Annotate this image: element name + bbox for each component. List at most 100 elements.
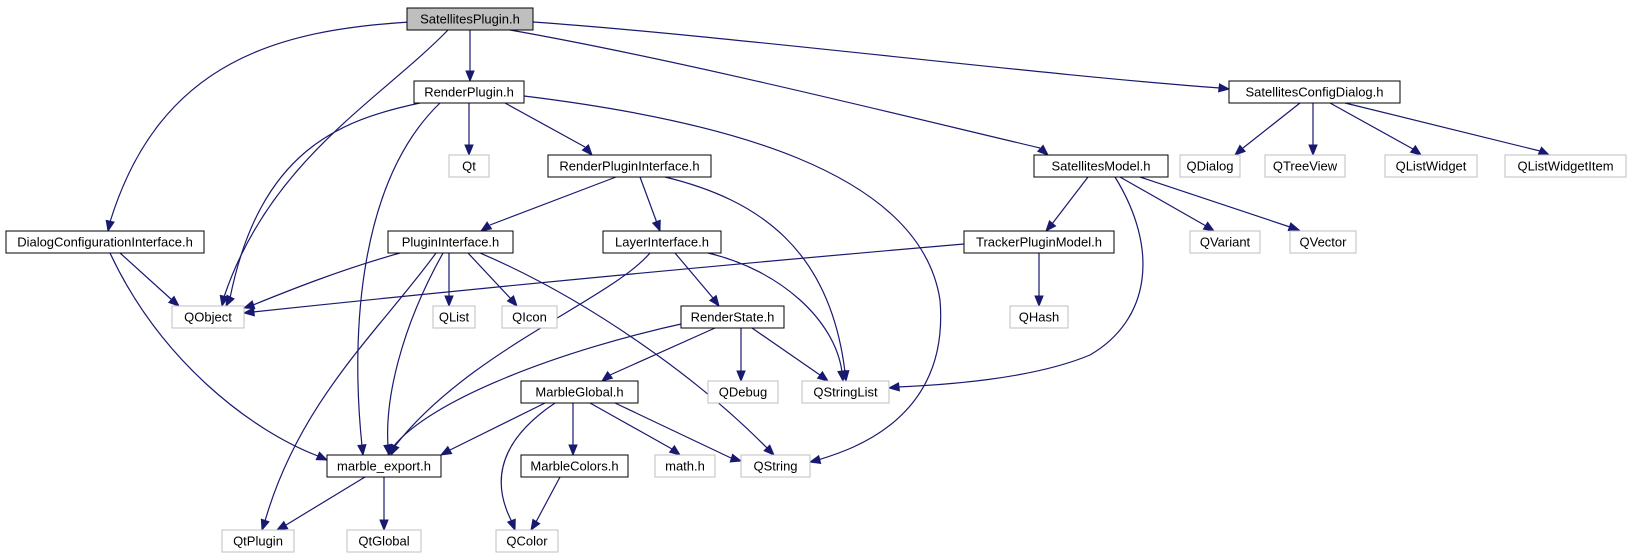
node-tpm[interactable]: TrackerPluginModel.h — [963, 230, 1115, 254]
edge-line — [285, 476, 366, 526]
node-label: SatellitesPlugin.h — [420, 12, 520, 27]
edge-arrowhead — [479, 221, 493, 232]
edge-line — [500, 402, 556, 523]
node-box — [1504, 154, 1627, 178]
edge-arrowhead — [708, 294, 720, 308]
edge-rpi-to-qstringlist — [664, 176, 850, 383]
node-label: MarbleColors.h — [530, 459, 618, 474]
edge-dci-to-qobject — [119, 252, 181, 307]
edge-line — [1344, 102, 1541, 152]
edge-line — [264, 252, 437, 522]
edge-arrowhead — [1218, 83, 1231, 93]
edge-satmodel-to-qvector — [1139, 176, 1301, 232]
node-label: QVector — [1300, 235, 1348, 250]
edge-plugini-to-qobject — [242, 252, 401, 310]
node-box — [801, 380, 890, 404]
node-label: QDebug — [719, 385, 767, 400]
node-box — [171, 305, 245, 329]
node-box — [963, 230, 1115, 254]
node-qdebug: QDebug — [707, 380, 779, 404]
node-renderplugin[interactable]: RenderPlugin.h — [413, 80, 525, 104]
edge-arrowhead — [465, 70, 475, 83]
edge-satplugin-to-satconfig — [532, 21, 1231, 93]
node-plugini[interactable]: PluginInterface.h — [387, 230, 514, 254]
node-box — [547, 154, 712, 178]
edge-line — [109, 252, 319, 457]
edge-plugini-to-qtplugin — [260, 252, 437, 532]
node-marbleglobal[interactable]: MarbleGlobal.h — [520, 380, 639, 404]
edge-line — [614, 402, 732, 459]
edge-renderplugin-to-qt — [464, 103, 474, 157]
edge-plugini-to-qicon — [467, 252, 518, 308]
node-label: Qt — [462, 159, 476, 174]
edge-arrowhead — [242, 300, 256, 310]
edge-rpi-to-plugini — [479, 176, 617, 232]
edge-arrowhead — [219, 294, 229, 308]
edge-line — [229, 102, 421, 299]
node-rpi[interactable]: RenderPluginInterface.h — [547, 154, 712, 178]
edge-arrowhead — [736, 370, 746, 383]
node-qstringlist: QStringList — [801, 380, 890, 404]
node-qdialog: QDialog — [1179, 154, 1241, 178]
node-label: RenderPlugin.h — [424, 85, 514, 100]
edge-marbleexport-to-qtglobal — [379, 477, 389, 532]
node-qicon: QIcon — [501, 305, 558, 329]
node-label: PluginInterface.h — [402, 235, 500, 250]
node-qstring: QString — [740, 454, 811, 478]
edge-arrowhead — [275, 520, 289, 531]
node-marblecolors[interactable]: MarbleColors.h — [520, 454, 629, 478]
node-label: QHash — [1019, 310, 1059, 325]
node-satconfig[interactable]: SatellitesConfigDialog.h — [1228, 80, 1401, 104]
node-box — [406, 7, 534, 31]
node-layeri[interactable]: LayerInterface.h — [602, 230, 722, 254]
edge-arrowhead — [315, 451, 329, 461]
edge-satplugin-to-qobject — [219, 29, 449, 308]
edge-arrowhead — [763, 444, 775, 456]
node-label: RenderPluginInterface.h — [559, 159, 699, 174]
node-box — [1189, 230, 1261, 254]
node-box — [1033, 154, 1169, 178]
node-label: QVariant — [1200, 235, 1251, 250]
node-label: QList — [439, 310, 470, 325]
edge-renderstate-to-marbleexport — [387, 321, 691, 457]
node-renderstate[interactable]: RenderState.h — [680, 305, 785, 329]
edge-tpm-to-qhash — [1034, 253, 1044, 308]
node-box — [413, 80, 525, 104]
node-dci[interactable]: DialogConfigurationInterface.h — [5, 230, 205, 254]
node-box — [326, 454, 442, 478]
edge-arrowhead — [506, 518, 516, 532]
node-box — [520, 454, 629, 478]
node-label: math.h — [665, 459, 705, 474]
node-label: RenderState.h — [691, 310, 775, 325]
edge-line — [1242, 102, 1301, 149]
edge-arrowhead — [1287, 222, 1301, 232]
edge-line — [609, 327, 716, 376]
node-satmodel[interactable]: SatellitesModel.h — [1033, 154, 1169, 178]
edge-renderplugin-to-rpi — [504, 102, 593, 157]
edge-renderplugin-to-marbleexport — [357, 102, 441, 457]
edge-marbleglobal-to-qcolor — [500, 402, 556, 532]
edge-line — [674, 252, 714, 299]
node-qlist: QList — [432, 305, 476, 329]
edge-arrowhead — [357, 444, 367, 457]
edge-line — [1119, 176, 1207, 227]
node-qcolor: QColor — [495, 529, 559, 553]
node-box — [448, 154, 490, 178]
edge-satmodel-to-qvariant — [1119, 176, 1216, 232]
node-qvector: QVector — [1289, 230, 1357, 254]
edge-arrowhead — [1537, 146, 1551, 156]
node-label: QListWidgetItem — [1517, 159, 1613, 174]
edge-line — [1329, 102, 1414, 150]
edge-satconfig-to-qtreeview — [1308, 103, 1318, 157]
node-marbleexport[interactable]: marble_export.h — [326, 454, 442, 478]
node-box — [654, 454, 716, 478]
edge-arrowhead — [1409, 144, 1423, 156]
edge-line — [639, 176, 658, 224]
node-qt: Qt — [448, 154, 490, 178]
edge-line — [532, 21, 1221, 89]
node-satplugin[interactable]: SatellitesPlugin.h — [406, 7, 534, 31]
node-qtplugin: QtPlugin — [221, 529, 295, 553]
edge-line — [479, 252, 768, 449]
edge-line — [223, 29, 449, 298]
